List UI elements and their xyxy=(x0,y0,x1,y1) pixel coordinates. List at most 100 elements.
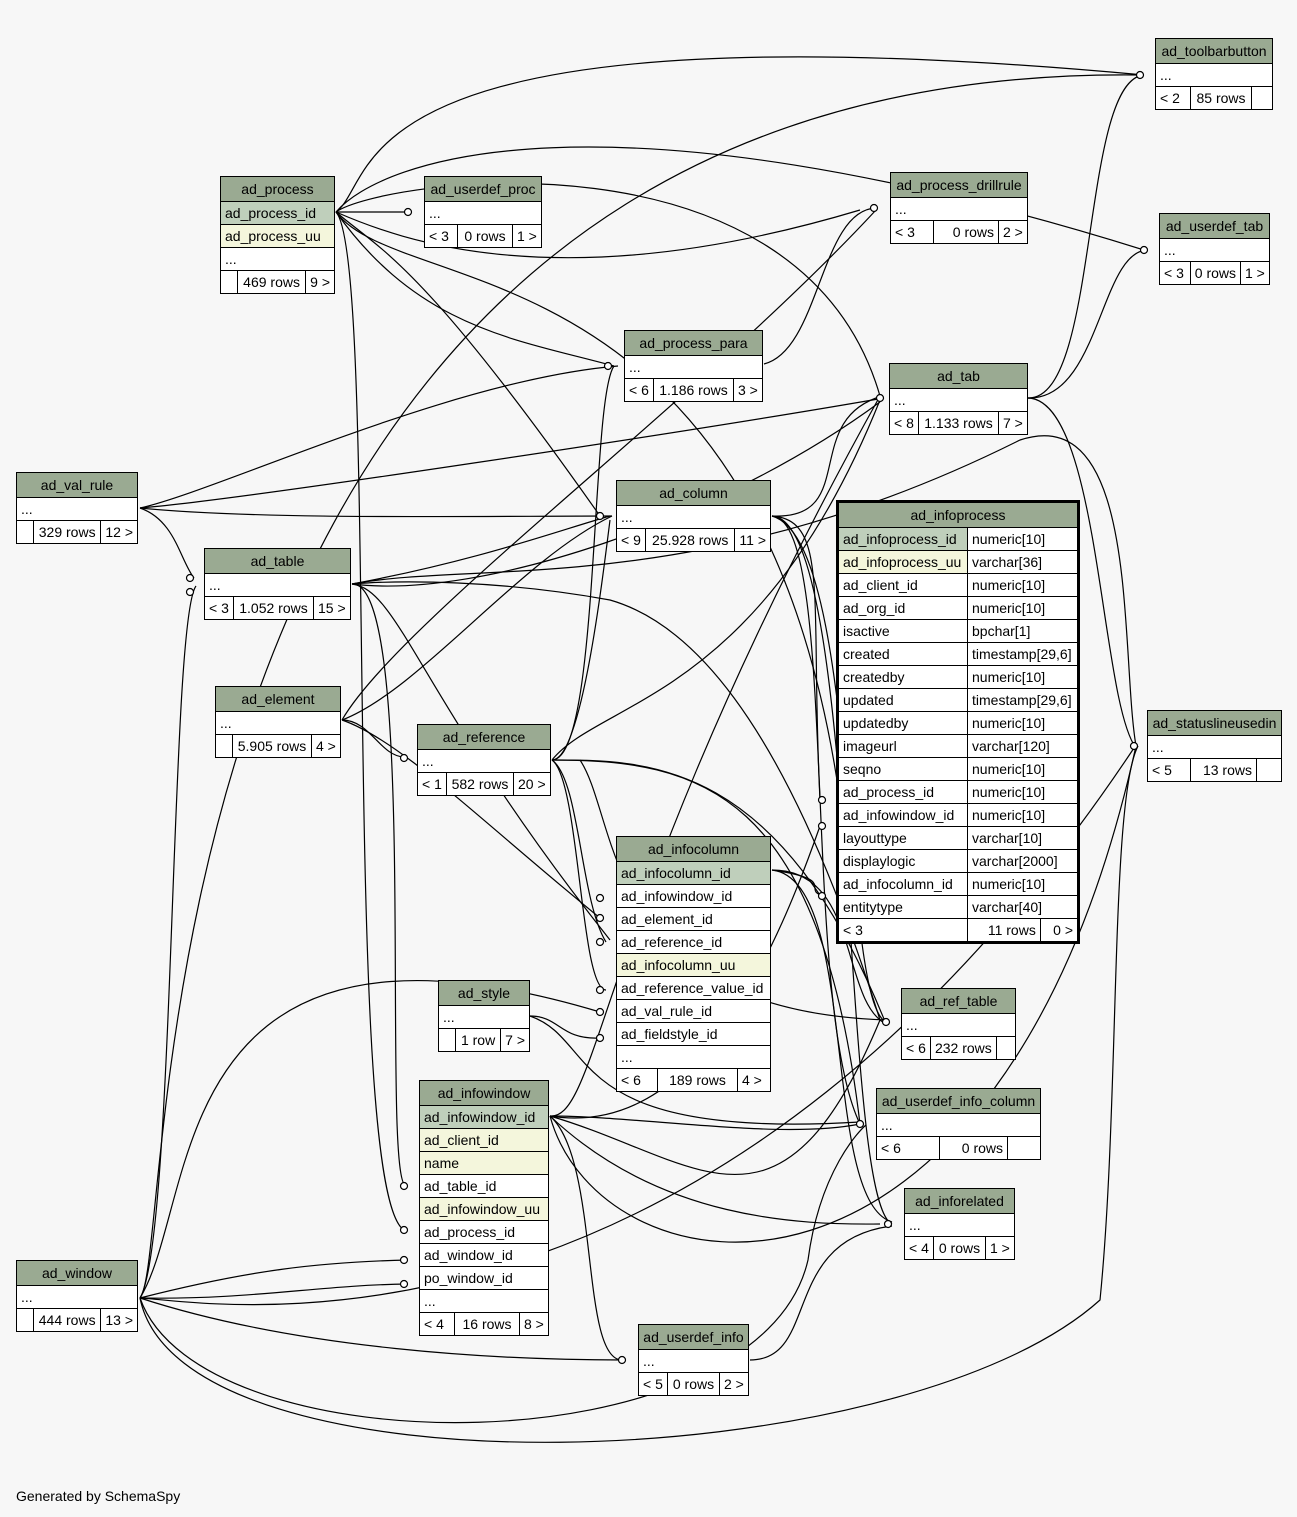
relationship-end-marker xyxy=(185,573,195,583)
column-type: numeric[10] xyxy=(967,711,1079,735)
column-ellipsis: ... xyxy=(204,573,351,597)
parents-count: < 4 xyxy=(419,1312,455,1336)
column-ellipsis: ... xyxy=(876,1113,1041,1137)
table-title: ad_tab xyxy=(889,363,1028,389)
relationship-edge xyxy=(139,507,613,518)
row-count: 469 rows xyxy=(236,270,307,294)
column-ellipsis: ... xyxy=(417,749,551,773)
relationship-edge xyxy=(771,515,821,801)
column-name: layouttype xyxy=(837,826,968,850)
table-ad-process[interactable]: ad_process ad_process_id ad_process_uu .… xyxy=(220,176,335,294)
column-type: varchar[2000] xyxy=(967,849,1079,873)
table-title: ad_userdef_tab xyxy=(1159,213,1270,239)
relationship-edge xyxy=(139,1297,625,1361)
parents-count: < 3 xyxy=(890,220,934,244)
parents-count: < 3 xyxy=(204,596,234,620)
relationship-end-marker xyxy=(1129,741,1139,751)
column-name: ad_client_id xyxy=(419,1128,549,1152)
relationship-edge xyxy=(549,745,1137,1243)
relationship-end-marker xyxy=(399,1255,409,1265)
column-ellipsis: ... xyxy=(1147,735,1282,759)
column-ellipsis: ... xyxy=(890,197,1028,221)
column-name: ad_element_id xyxy=(616,907,771,931)
parents-count: < 2 xyxy=(1155,86,1191,110)
parents-count: < 8 xyxy=(889,411,919,435)
relationship-end-marker xyxy=(817,821,827,831)
column-name: ... xyxy=(419,1289,549,1313)
parents-count: < 1 xyxy=(417,772,447,796)
relationship-edge xyxy=(549,1115,623,1361)
relationship-edge xyxy=(1027,397,1137,749)
column-ellipsis: ... xyxy=(16,1285,138,1309)
row-count: 5.905 rows xyxy=(232,734,312,758)
parents-count: < 5 xyxy=(638,1372,668,1396)
column-name: createdby xyxy=(837,665,968,689)
row-count: 1.052 rows xyxy=(233,596,314,620)
table-title: ad_userdef_info_column xyxy=(876,1088,1041,1114)
row-count: 582 rows xyxy=(446,772,514,796)
relationship-edge xyxy=(351,581,881,1021)
row-count: 0 rows xyxy=(939,1136,1008,1160)
children-count: 2 > xyxy=(998,220,1028,244)
column-type: numeric[10] xyxy=(967,665,1079,689)
column-type: varchar[10] xyxy=(967,826,1079,850)
relationship-edge xyxy=(529,1015,601,1039)
row-count: 1.133 rows xyxy=(918,411,999,435)
column-ellipsis: ... xyxy=(16,497,138,521)
relationship-edge xyxy=(551,759,861,1125)
column-ellipsis: ... xyxy=(624,355,763,379)
column-type: numeric[10] xyxy=(967,872,1079,896)
relationship-edge xyxy=(139,979,601,1299)
relationship-edge xyxy=(139,1259,409,1299)
column-type: numeric[10] xyxy=(967,573,1079,597)
row-count: 444 rows xyxy=(32,1308,102,1332)
children-count: 4 > xyxy=(311,734,341,758)
relationship-end-marker xyxy=(399,1279,409,1289)
parents-count: < 6 xyxy=(624,378,654,402)
column-name: entitytype xyxy=(837,895,968,919)
column-name: ad_org_id xyxy=(837,596,968,620)
relationship-edge xyxy=(341,719,405,758)
column-ellipsis: ... xyxy=(215,711,341,735)
relationship-edge xyxy=(139,585,197,1299)
parents-count xyxy=(438,1028,456,1052)
relationship-edge xyxy=(1027,249,1149,399)
table-title: ad_inforelated xyxy=(904,1188,1015,1214)
column-name: ad_process_id xyxy=(419,1220,549,1244)
relationship-end-marker xyxy=(875,393,885,403)
row-count: 189 rows xyxy=(657,1068,738,1092)
table-title: ad_statuslineusedin xyxy=(1147,710,1282,736)
children-count: 3 > xyxy=(733,378,763,402)
column-ellipsis: ... xyxy=(438,1005,530,1029)
relationship-edge xyxy=(749,1225,893,1361)
column-name: seqno xyxy=(837,757,968,781)
column-name: ad_fieldstyle_id xyxy=(616,1022,771,1046)
relationship-edge xyxy=(341,515,613,721)
relationship-edge xyxy=(341,209,877,721)
parents-count: < 3 xyxy=(424,224,458,248)
column-ellipsis: ... xyxy=(904,1213,1015,1237)
table-title: ad_infowindow xyxy=(419,1080,549,1106)
